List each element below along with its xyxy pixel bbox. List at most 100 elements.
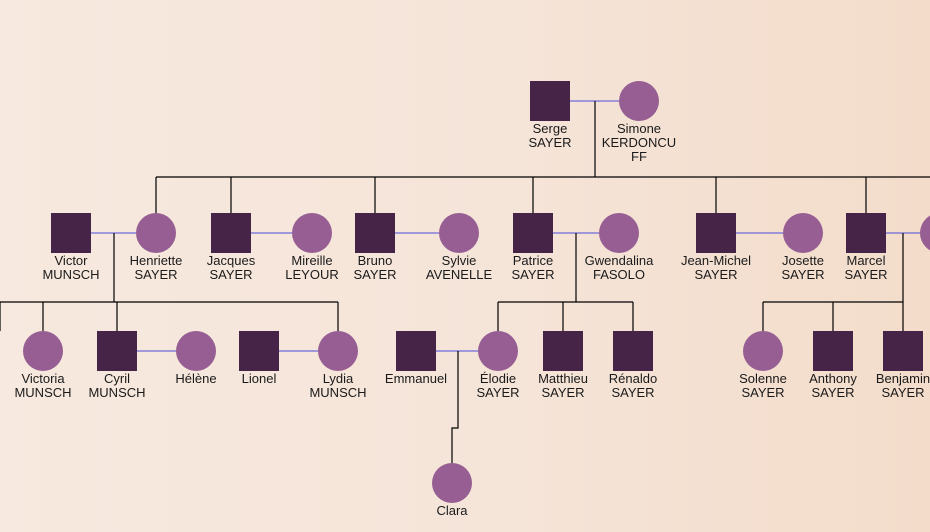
connector-lines	[0, 100, 930, 463]
female-circle-icon	[599, 213, 639, 253]
person-label-line: SAYER	[781, 267, 824, 282]
male-square-icon	[513, 213, 553, 253]
female-circle-icon	[439, 213, 479, 253]
person-label-line: Serge	[533, 121, 568, 136]
person-helene[interactable]: Hélène	[175, 331, 217, 386]
person-label-line: Jacques	[207, 253, 256, 268]
person-label-line: SAYER	[844, 267, 887, 282]
person-label-line: Lionel	[242, 371, 277, 386]
person-label-line: Jean-Michel	[681, 253, 751, 268]
male-square-icon	[846, 213, 886, 253]
male-square-icon	[396, 331, 436, 371]
descent-drop-emmanuel-family	[451, 351, 459, 463]
person-label-line: SAYER	[134, 267, 177, 282]
male-square-icon	[530, 81, 570, 121]
person-lionel[interactable]: Lionel	[239, 331, 279, 386]
person-label-line: SAYER	[611, 385, 654, 400]
person-emmanuel[interactable]: Emmanuel	[385, 331, 447, 386]
person-clara[interactable]: Clara	[432, 463, 472, 518]
person-label-line: SAYER	[881, 385, 924, 400]
person-label-line: Solenne	[739, 371, 787, 386]
person-label-line: Victoria	[21, 371, 65, 386]
male-square-icon	[355, 213, 395, 253]
person-label-line: SAYER	[811, 385, 854, 400]
female-circle-icon	[478, 331, 518, 371]
person-label-line: MUNSCH	[309, 385, 366, 400]
person-label-line: Bruno	[358, 253, 393, 268]
person-label-line: Matthieu	[538, 371, 588, 386]
person-label-line: SAYER	[741, 385, 784, 400]
female-circle-icon	[619, 81, 659, 121]
person-label-line: KERDONCU	[602, 135, 676, 150]
male-square-icon	[813, 331, 853, 371]
person-label-line: MUNSCH	[14, 385, 71, 400]
person-label-line: Hélène	[175, 371, 216, 386]
person-marcel-spouse[interactable]: PaSA	[920, 213, 930, 282]
person-label-line: FF	[631, 149, 647, 164]
person-label-line: SAYER	[528, 135, 571, 150]
female-circle-icon	[432, 463, 472, 503]
female-circle-icon	[23, 331, 63, 371]
person-label-line: Gwendalina	[585, 253, 654, 268]
person-label-line: Henriette	[130, 253, 183, 268]
person-label-line: Anthony	[809, 371, 857, 386]
person-label-line: Josette	[782, 253, 824, 268]
female-circle-icon	[783, 213, 823, 253]
male-square-icon	[97, 331, 137, 371]
person-label-line: MUNSCH	[88, 385, 145, 400]
person-label-line: SAYER	[353, 267, 396, 282]
female-circle-icon	[292, 213, 332, 253]
person-label-line: SAYER	[694, 267, 737, 282]
person-label-line: Lydia	[323, 371, 354, 386]
female-circle-icon	[920, 215, 930, 251]
person-label-line: MUNSCH	[42, 267, 99, 282]
person-label-line: Mireille	[291, 253, 332, 268]
person-nodes: SergeSAYERSimoneKERDONCUFFVictorMUNSCHHe…	[14, 81, 930, 518]
female-circle-icon	[743, 331, 783, 371]
female-circle-icon	[318, 331, 358, 371]
person-label-line: Clara	[436, 503, 468, 518]
male-square-icon	[239, 331, 279, 371]
person-label-line: SAYER	[511, 267, 554, 282]
person-label-line: SAYER	[476, 385, 519, 400]
male-square-icon	[543, 331, 583, 371]
person-label-line: Marcel	[846, 253, 885, 268]
person-label-line: AVENELLE	[426, 267, 493, 282]
person-label-line: Élodie	[480, 371, 516, 386]
female-circle-icon	[176, 331, 216, 371]
person-label-line: SAYER	[541, 385, 584, 400]
person-label-line: Benjamin	[876, 371, 930, 386]
person-label-line: Cyril	[104, 371, 130, 386]
person-label-line: Rénaldo	[609, 371, 657, 386]
male-square-icon	[613, 331, 653, 371]
male-square-icon	[696, 213, 736, 253]
person-label-line: Victor	[55, 253, 89, 268]
person-label-line: Simone	[617, 121, 661, 136]
male-square-icon	[211, 213, 251, 253]
male-square-icon	[883, 331, 923, 371]
female-circle-icon	[136, 213, 176, 253]
male-square-icon	[51, 213, 91, 253]
